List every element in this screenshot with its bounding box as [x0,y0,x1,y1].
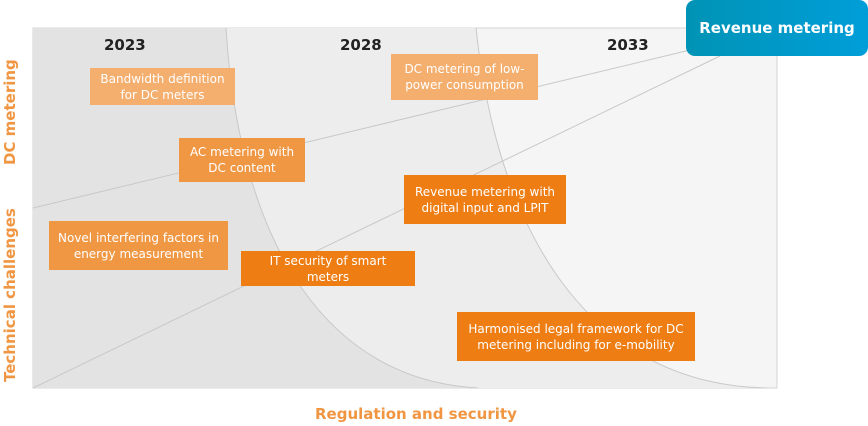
box-revenue-digital: Revenue metering with digital input and … [404,175,566,224]
box-ac-metering: AC metering with DC content [179,138,305,182]
box-dc-low-power: DC metering of low-power consumption [391,54,538,100]
path-line-dc [32,49,691,209]
box-bandwidth: Bandwidth definition for DC meters [90,68,235,105]
year-2023: 2023 [104,36,146,54]
revenue-metering-target: Revenue metering [686,0,868,56]
box-legal-framework: Harmonised legal framework for DC meteri… [457,312,695,361]
year-2028: 2028 [340,36,382,54]
boundary-2028 [225,27,479,389]
box-it-security: IT security of smart meters [241,251,415,286]
axis-label-regulation: Regulation and security [315,405,517,423]
path-line-tech [32,55,721,389]
axis-label-dc-metering: DC metering [1,59,19,165]
year-2033: 2033 [607,36,649,54]
zone-2023 [33,28,478,388]
axis-label-technical-challenges: Technical challenges [1,208,19,382]
boundary-2033 [475,27,768,389]
box-novel-interfering: Novel interfering factors in energy meas… [49,221,228,270]
